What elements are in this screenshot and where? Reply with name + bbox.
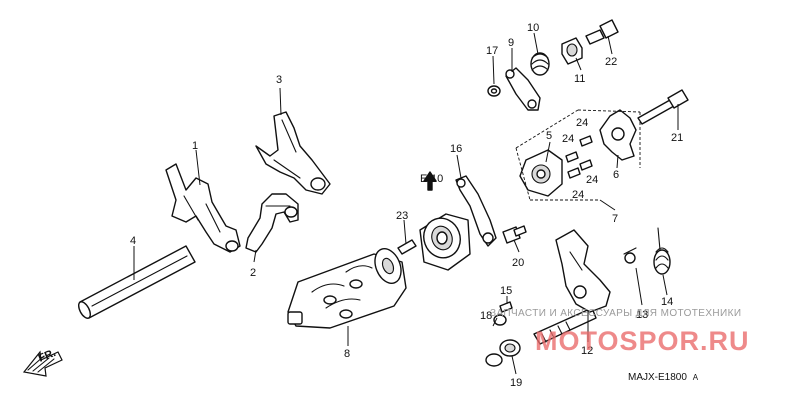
stopper-bolt (502, 225, 527, 244)
gearshift-spindle (533, 229, 611, 345)
callout-5: 5 (546, 130, 552, 142)
spring-14 (653, 227, 671, 275)
bolt-21 (637, 89, 689, 125)
callout-2: 2 (250, 267, 256, 279)
callout-24-left: 24 (562, 133, 574, 145)
front-direction-arrow (22, 350, 63, 377)
callout-24-right: 24 (586, 174, 598, 186)
callout-13: 13 (636, 309, 648, 321)
watermark-tagline: ЗАПЧАСТИ И АКСЕССУАРЫ ДЛЯ МОТОТЕХНИКИ (490, 308, 741, 319)
bolt-22 (585, 19, 619, 45)
callout-24-top: 24 (576, 117, 588, 129)
leader-lines (133, 32, 679, 375)
reference-label: E-10 (420, 173, 443, 185)
stopper-arm (455, 175, 497, 247)
callout-19: 19 (510, 377, 522, 389)
washer-18 (493, 314, 507, 326)
return-spring-10 (530, 52, 550, 76)
callout-23: 23 (396, 210, 408, 222)
callout-numbers: 1 2 3 4 5 6 7 8 9 10 11 12 13 14 15 16 1… (130, 22, 683, 389)
callout-8: 8 (344, 348, 350, 360)
dowel-pin (397, 239, 417, 255)
callout-4: 4 (130, 235, 136, 247)
callout-6: 6 (613, 169, 619, 181)
washer-17 (487, 85, 501, 97)
callout-7: 7 (612, 213, 618, 225)
collar-11 (561, 37, 583, 65)
callout-18: 18 (480, 310, 492, 322)
callout-9: 9 (508, 37, 514, 49)
star-plate (599, 109, 637, 161)
shift-fork-2 (245, 193, 299, 253)
callout-10: 10 (527, 22, 539, 34)
callout-21: 21 (671, 132, 683, 144)
callout-22: 22 (605, 56, 617, 68)
reference-arrow (423, 171, 437, 191)
oil-seal-19 (485, 339, 521, 367)
spring-13 (623, 247, 637, 264)
diagram-code: MAJX-E1800 A (628, 372, 699, 383)
callout-11: 11 (574, 73, 585, 85)
callout-20: 20 (512, 257, 524, 269)
drum-bearing (419, 213, 471, 271)
callout-14: 14 (661, 296, 673, 308)
callout-24-bottom: 24 (572, 189, 584, 201)
group-bracket (515, 109, 641, 201)
shift-fork-shaft (78, 245, 196, 319)
callout-17: 17 (486, 45, 498, 57)
watermark-brand-logo: MOTOSPOR.RU (535, 326, 750, 356)
callout-16: 16 (450, 143, 462, 155)
shift-fork-3 (255, 111, 331, 195)
callout-3: 3 (276, 74, 282, 86)
shift-drum (287, 248, 407, 329)
drum-center (519, 149, 563, 197)
shift-fork-1 (165, 163, 241, 253)
stopper-lever (505, 67, 541, 111)
callout-12: 12 (581, 345, 593, 357)
callout-15: 15 (500, 285, 512, 297)
drum-pins (565, 135, 593, 179)
callout-1: 1 (192, 140, 198, 152)
